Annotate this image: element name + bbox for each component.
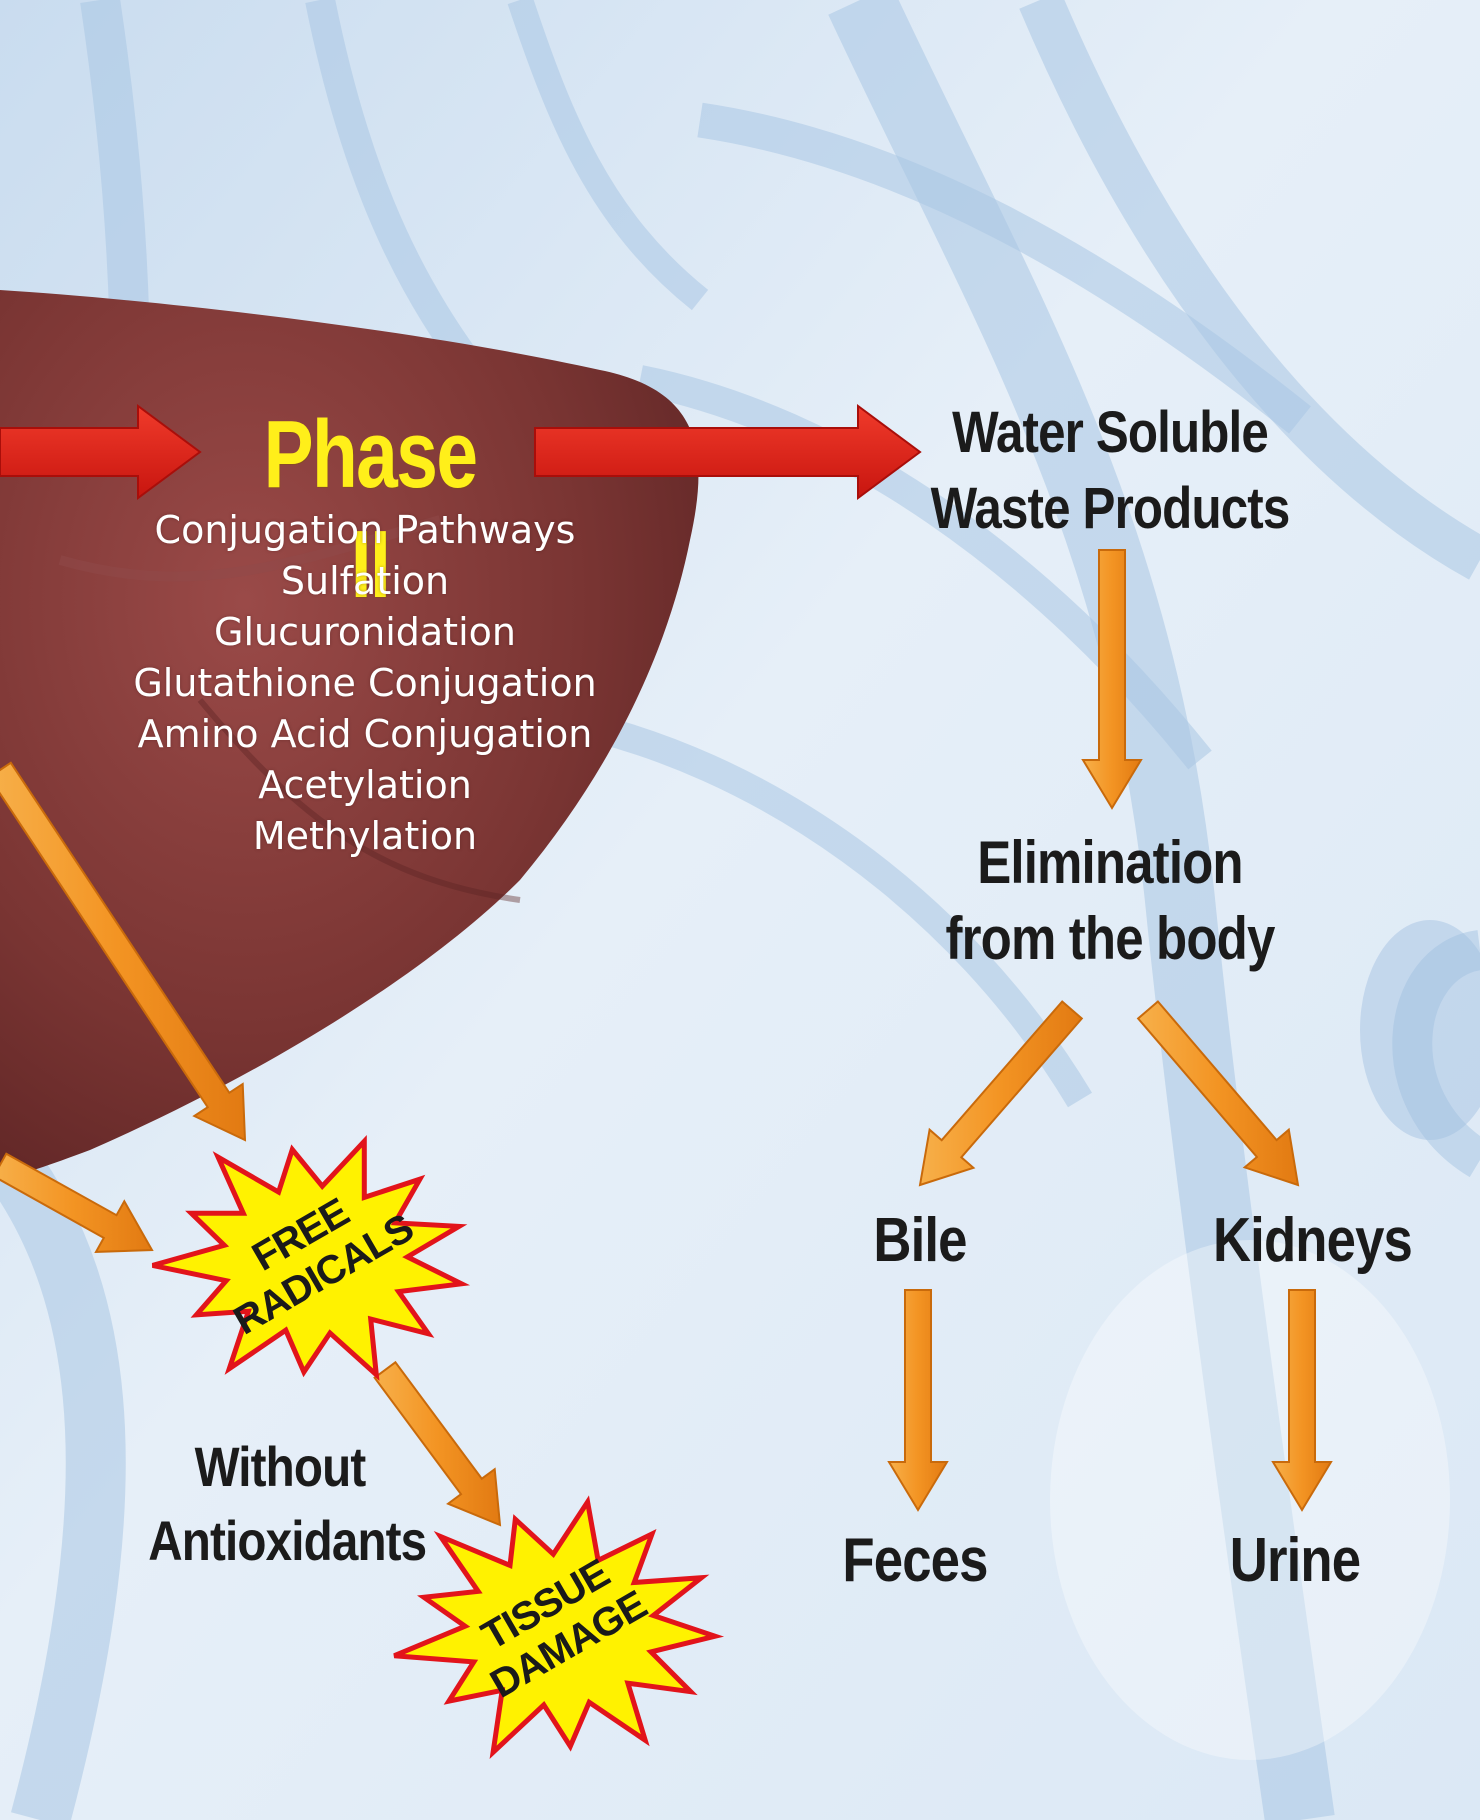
- pathway-item: Sulfation: [115, 556, 615, 607]
- without-line1: Without: [148, 1430, 412, 1504]
- urine-label: Urine: [1210, 1525, 1380, 1596]
- water-soluble-line1: Water Soluble: [915, 395, 1306, 471]
- pathway-item: Conjugation Pathways: [115, 505, 615, 556]
- kidneys-label: Kidneys: [1213, 1205, 1413, 1276]
- pathway-item: Glucuronidation: [115, 607, 615, 658]
- pathway-item: Glutathione Conjugation: [115, 658, 615, 709]
- feces-label: Feces: [826, 1525, 1005, 1596]
- water-soluble-line2: Waste Products: [915, 471, 1306, 547]
- bile-label: Bile: [835, 1205, 1005, 1276]
- without-antioxidants-label: Without Antioxidants: [148, 1430, 412, 1578]
- elimination-line2: from the body: [915, 901, 1306, 977]
- elimination-label: Elimination from the body: [915, 825, 1306, 977]
- elimination-line1: Elimination: [915, 825, 1306, 901]
- pathways-list: Conjugation Pathways Sulfation Glucuroni…: [115, 505, 615, 862]
- pathway-item: Amino Acid Conjugation: [115, 709, 615, 760]
- without-line2: Antioxidants: [148, 1504, 412, 1578]
- pathway-item: Methylation: [115, 811, 615, 862]
- pathway-item: Acetylation: [115, 760, 615, 811]
- water-soluble-waste-label: Water Soluble Waste Products: [915, 395, 1306, 547]
